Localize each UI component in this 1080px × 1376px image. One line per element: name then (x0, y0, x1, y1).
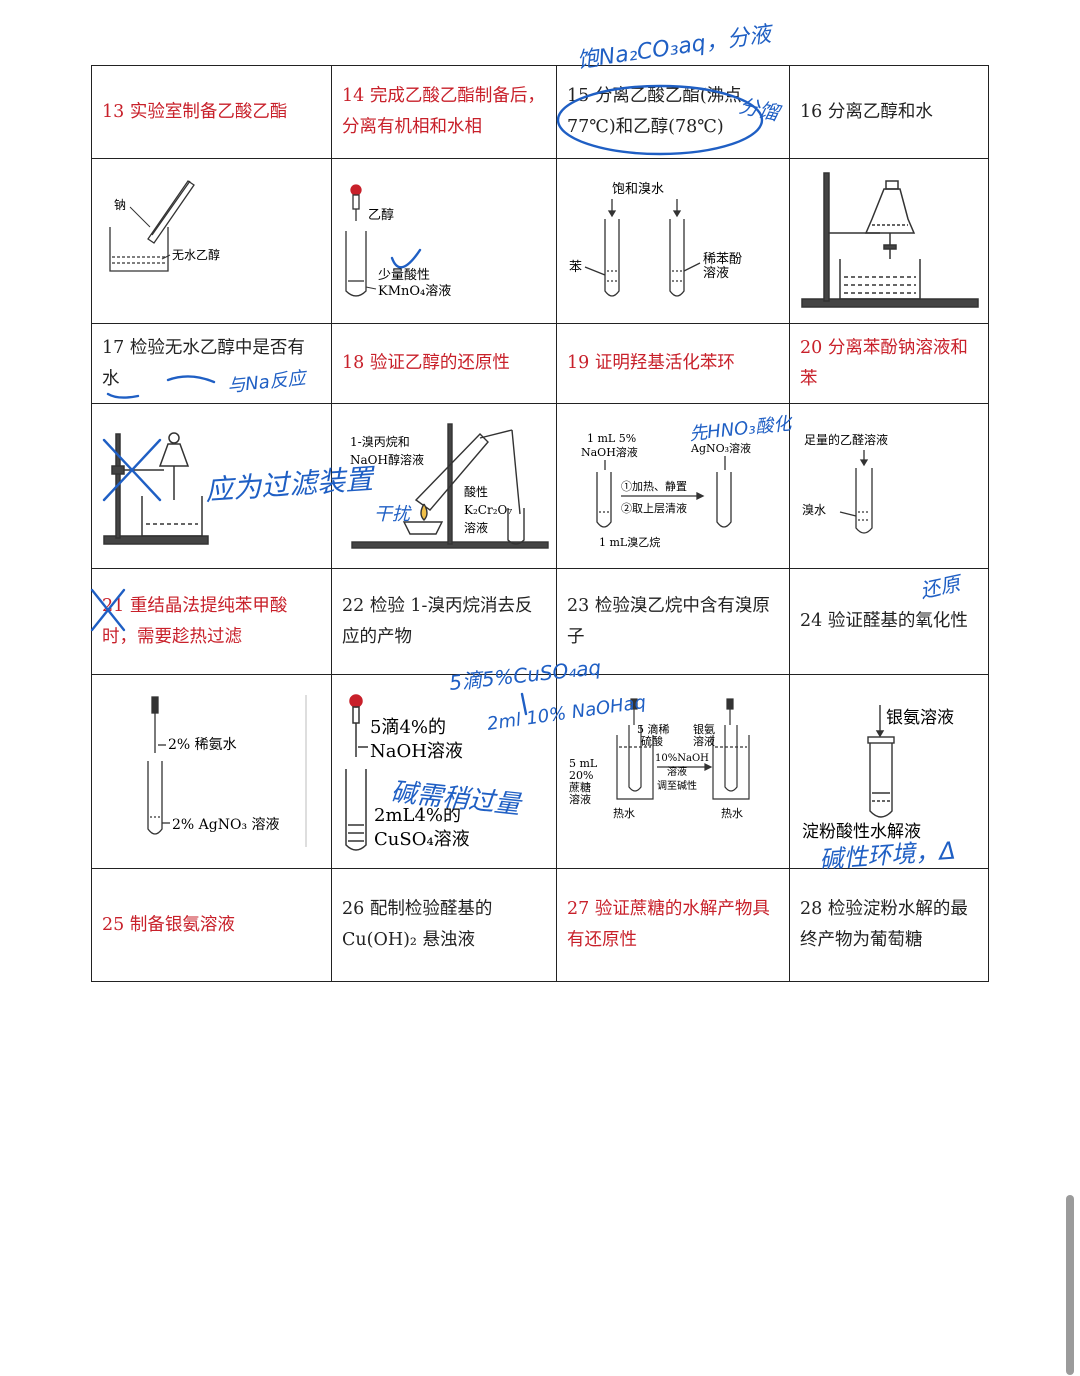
table-row: 1-溴丙烷和 NaOH醇溶液 酸性 K₂Cr₂O₇ 溶液 1 mL 5% NaO… (91, 403, 989, 569)
figure-silver-ammonia-prep: 2% 稀氨水 2% AgNO₃ 溶液 (91, 674, 332, 869)
fig-label: 热水 (613, 807, 635, 820)
cell-27: 27 验证蔗糖的水解产物具有还原性 (556, 868, 790, 982)
table-row: 2% 稀氨水 2% AgNO₃ 溶液 5滴4%的 NaOH溶液 2mL4%的 (91, 674, 989, 869)
fig-label: 溶液 (464, 520, 488, 535)
fig-label: CuSO₄溶液 (374, 829, 470, 850)
fig-label: 乙醇 (368, 207, 394, 223)
figure-starch-hydrolysis: 银氨溶液 淀粉酸性水解液 (789, 674, 989, 869)
fig-label: 2% AgNO₃ 溶液 (172, 817, 280, 833)
fig-label: 5 滴稀 (637, 722, 670, 736)
cell-24: 24 验证醛基的氧化性 (789, 568, 989, 675)
cell-25: 25 制备银氨溶液 (91, 868, 332, 982)
fig-label: 溶液 (667, 765, 687, 778)
fig-label: 稀苯酚 (703, 252, 742, 267)
cell-13: 13 实验室制备乙酸乙酯 (91, 65, 332, 159)
fig-label: 银氨 (693, 722, 715, 736)
table-row: 25 制备银氨溶液 26 配制检验醛基的 Cu(OH)₂ 悬浊液 27 验证蔗糖… (91, 868, 989, 982)
figure-ester-prep: 钠 无水乙醇 (91, 158, 332, 324)
fig-label: 20% (569, 769, 593, 782)
figure-ethanol-reducing: 1-溴丙烷和 NaOH醇溶液 酸性 K₂Cr₂O₇ 溶液 (331, 403, 557, 569)
fig-label: 2mL4%的 (374, 805, 461, 826)
cell-28: 28 检验淀粉水解的最终产物为葡萄糖 (789, 868, 989, 982)
fig-label: 5 mL (569, 757, 598, 770)
fig-label: 溶液 (703, 266, 729, 281)
cell-15: 15 分离乙酸乙酯(沸点77℃)和乙醇(78℃) (556, 65, 790, 159)
fig-label: 银氨溶液 (886, 708, 954, 728)
figure-separatory-funnel (789, 158, 989, 324)
fig-label: 热水 (721, 807, 743, 820)
fig-label: 酸性 (464, 484, 488, 499)
table-row: 13 实验室制备乙酸乙酯 14 完成乙酸乙酯制备后，分离有机相和水相 15 分离… (91, 65, 989, 159)
figure-funnel-crossed (91, 403, 332, 569)
fig-label: 无水乙醇 (172, 247, 220, 262)
fig-label: ②取上层清液 (621, 501, 687, 515)
fig-label: 饱和溴水 (612, 182, 664, 197)
table-row: 17 检验无水乙醇中是否有水 18 验证乙醇的还原性 19 证明羟基活化苯环 2… (91, 323, 989, 404)
cell-19: 19 证明羟基活化苯环 (556, 323, 790, 404)
figure-ethanol-kmno4: 乙醇 少量酸性 KMnO₄溶液 (331, 158, 557, 324)
cell-26: 26 配制检验醛基的 Cu(OH)₂ 悬浊液 (331, 868, 557, 982)
fig-label: 调至碱性 (657, 779, 697, 792)
fig-label: 钠 (114, 197, 126, 212)
fig-label: NaOH溶液 (370, 741, 463, 762)
fig-label: 淀粉酸性水解液 (802, 822, 921, 842)
figure-cu-oh-prep: 5滴4%的 NaOH溶液 2mL4%的 CuSO₄溶液 (331, 674, 557, 869)
cell-18: 18 验证乙醇的还原性 (331, 323, 557, 404)
cell-23: 23 检验溴乙烷中含有溴原子 (556, 568, 790, 675)
fig-label: K₂Cr₂O₇ (464, 503, 512, 517)
cell-21: 21 重结晶法提纯苯甲酸时，需要趁热过滤 (91, 568, 332, 675)
fig-label: 5滴4%的 (370, 717, 446, 738)
fig-label: 1-溴丙烷和 (350, 435, 410, 449)
fig-label: 10%NaOH (655, 753, 709, 764)
fig-label: NaOH醇溶液 (350, 452, 424, 467)
cell-14: 14 完成乙酸乙酯制备后，分离有机相和水相 (331, 65, 557, 159)
fig-label: AgNO₃溶液 (690, 441, 751, 455)
fig-label: 溶液 (569, 792, 591, 806)
fig-label: 1 mL 5% (587, 432, 636, 445)
fig-label: 少量酸性 (378, 268, 430, 283)
fig-label: NaOH溶液 (581, 445, 638, 459)
fig-label: 2% 稀氨水 (168, 737, 237, 753)
figure-sucrose-hydrolysis: 5 滴稀 硫酸 银氨 溶液 10%NaOH 溶液 调至碱性 5 mL 20% 蔗… (556, 674, 790, 869)
figure-bromoethane-hydrolysis: 1 mL 5% NaOH溶液 AgNO₃溶液 ①加热、静置 ②取上层清液 1 m… (556, 403, 790, 569)
figure-bromine-water: 饱和溴水 苯 稀苯酚 溶液 (556, 158, 790, 324)
fig-label: 溴水 (802, 503, 826, 517)
fig-label: KMnO₄溶液 (378, 284, 451, 299)
cell-17: 17 检验无水乙醇中是否有水 (91, 323, 332, 404)
fig-label: 溶液 (693, 734, 715, 748)
fig-label: 足量的乙醛溶液 (804, 432, 888, 447)
fig-label: ①加热、静置 (621, 479, 687, 493)
fig-label: 蔗糖 (569, 780, 591, 794)
cell-22: 22 检验 1-溴丙烷消去反应的产物 (331, 568, 557, 675)
scrollbar[interactable] (1066, 1195, 1074, 1375)
experiment-table: 13 实验室制备乙酸乙酯 14 完成乙酸乙酯制备后，分离有机相和水相 15 分离… (91, 65, 989, 982)
fig-label: 硫酸 (641, 734, 663, 748)
cell-16: 16 分离乙醇和水 (789, 65, 989, 159)
fig-label: 苯 (569, 260, 582, 275)
table-row: 21 重结晶法提纯苯甲酸时，需要趁热过滤 22 检验 1-溴丙烷消去反应的产物 … (91, 568, 989, 675)
fig-label: 1 mL溴乙烷 (599, 535, 660, 549)
figure-acetaldehyde-bromine: 足量的乙醛溶液 溴水 (789, 403, 989, 569)
table-row: 钠 无水乙醇 乙醇 少量酸性 KMnO₄溶液 (91, 158, 989, 324)
cell-20: 20 分离苯酚钠溶液和苯 (789, 323, 989, 404)
